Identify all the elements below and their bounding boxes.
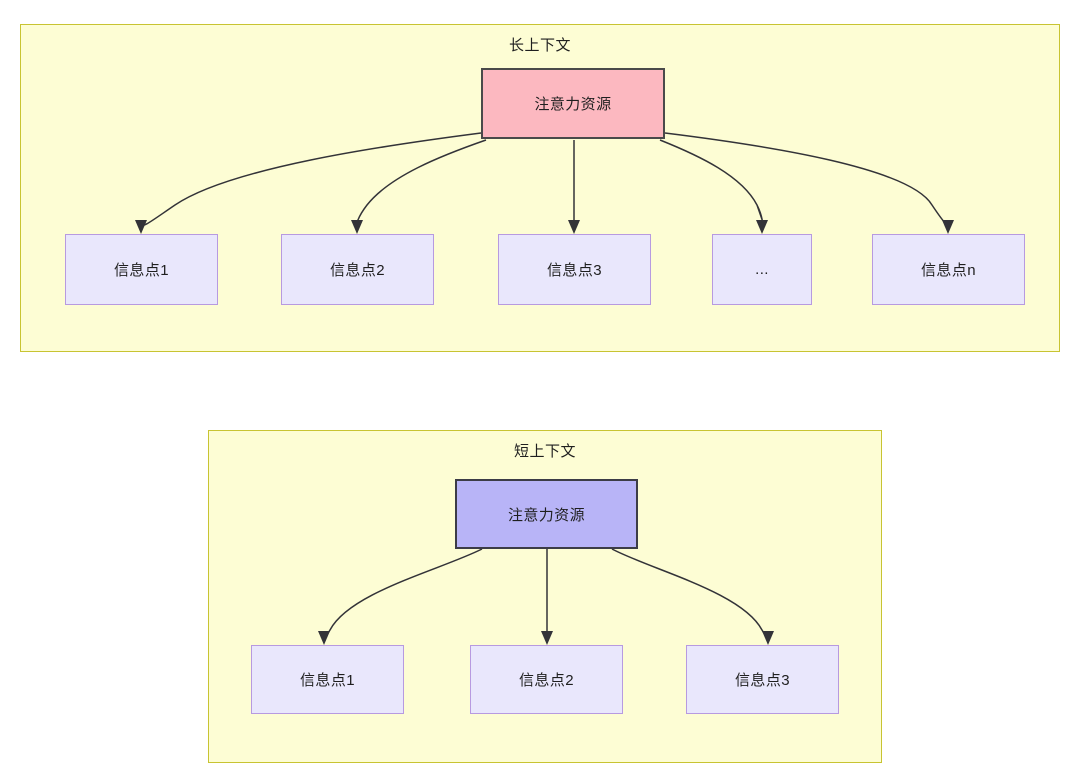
- node-short-info-1-label: 信息点1: [300, 672, 355, 689]
- node-short-attention-resource[interactable]: 注意力资源: [455, 479, 638, 549]
- node-long-info-2-label: 信息点2: [330, 262, 385, 279]
- node-short-info-3-label: 信息点3: [735, 672, 790, 689]
- panel-long-context-title: 长上下文: [508, 37, 571, 54]
- node-short-attention-resource-label: 注意力资源: [507, 506, 585, 524]
- panel-short-context-title: 短上下文: [513, 443, 576, 460]
- node-long-info-1[interactable]: 信息点1: [65, 234, 218, 305]
- node-short-info-2-label: 信息点2: [519, 672, 574, 689]
- node-long-info-ellipsis-label: ...: [755, 261, 769, 278]
- node-long-info-3[interactable]: 信息点3: [498, 234, 651, 305]
- node-long-attention-resource[interactable]: 注意力资源: [481, 68, 665, 139]
- node-long-info-n[interactable]: 信息点n: [872, 234, 1025, 305]
- node-long-info-3-label: 信息点3: [547, 262, 602, 279]
- node-short-info-1[interactable]: 信息点1: [251, 645, 404, 714]
- node-long-info-1-label: 信息点1: [114, 262, 169, 279]
- node-long-attention-resource-label: 注意力资源: [534, 96, 612, 113]
- node-short-info-3[interactable]: 信息点3: [686, 645, 839, 714]
- node-short-info-2[interactable]: 信息点2: [470, 645, 623, 714]
- node-long-info-n-label: 信息点n: [921, 262, 976, 279]
- node-long-info-ellipsis[interactable]: ...: [712, 234, 812, 305]
- node-long-info-2[interactable]: 信息点2: [281, 234, 434, 305]
